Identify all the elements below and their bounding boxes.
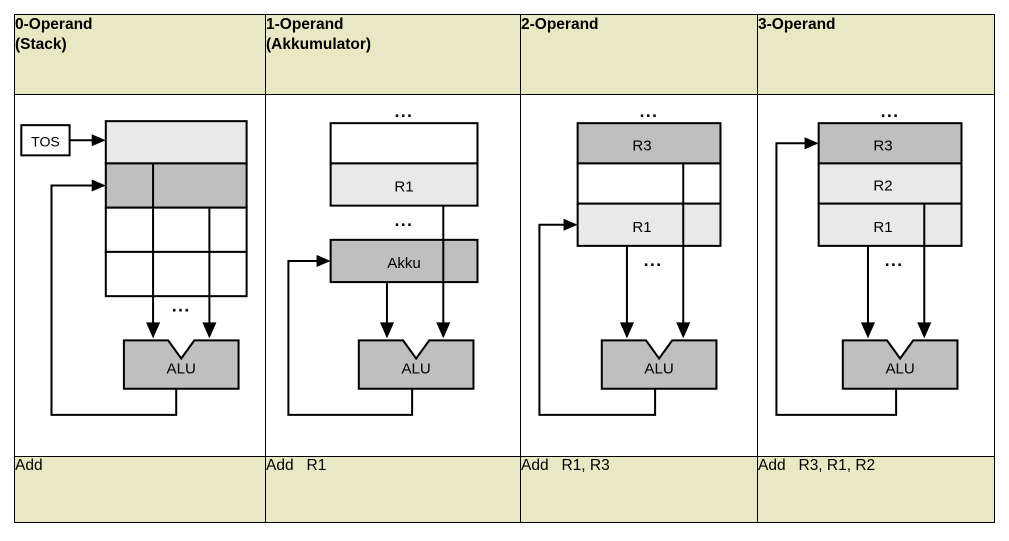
register-label-r1: R1 xyxy=(394,179,413,196)
memory-top-ellipsis: ... xyxy=(395,102,414,121)
alu-feedback-path xyxy=(538,224,657,417)
register-cell-r1 xyxy=(817,202,963,248)
three-operand-architecture-diagram: ... R3 R2 R1 ... ALU xyxy=(775,102,963,417)
alu-label-col3: ALU xyxy=(885,361,914,378)
operand-arrow-right xyxy=(676,322,691,339)
alu-shape xyxy=(841,339,959,391)
feedback-arrow-head xyxy=(91,179,106,192)
accumulator-box xyxy=(329,239,479,284)
register-label-r3: R3 xyxy=(873,138,892,155)
alu-shape xyxy=(357,339,475,391)
two-operand-architecture-diagram: ... R3 R1 ... ALU xyxy=(538,102,722,417)
accumulator-architecture-diagram: ... R1 ... Akku ALU xyxy=(287,102,479,417)
header-title-0-operand: 0-Operand xyxy=(15,16,93,33)
alu-label-col1: ALU xyxy=(401,361,430,378)
stack-cell-second xyxy=(104,162,248,209)
operand-arrow-right xyxy=(436,322,451,339)
alu-label-col0: ALU xyxy=(167,361,196,378)
register-cell-r1 xyxy=(576,202,722,248)
register-bottom-ellipsis: ... xyxy=(885,251,904,270)
tos-arrow-head xyxy=(91,134,106,147)
instruction-text-0-operand: Add xyxy=(15,457,43,475)
register-label-r1: R1 xyxy=(632,219,651,236)
instruction-cell-3-operand: Add R3, R1, R2 xyxy=(757,456,995,523)
diagram-row: TOS ... ALU xyxy=(14,94,995,458)
register-label-r1: R1 xyxy=(873,219,892,236)
header-cell-3-operand: 3-Operand xyxy=(757,13,995,96)
operand-arrow-left xyxy=(860,322,875,339)
memory-cell-empty xyxy=(329,122,479,165)
feedback-arrow-head xyxy=(316,255,331,268)
register-cell-r2 xyxy=(817,162,963,205)
alu-feedback-path xyxy=(50,184,178,417)
register-top-ellipsis: ... xyxy=(640,102,659,121)
instruction-cell-1-operand: Add R1 xyxy=(265,456,521,523)
header-title-3-operand: 3-Operand xyxy=(758,16,836,33)
register-label-r3: R3 xyxy=(632,138,651,155)
operand-arrow-left xyxy=(146,322,161,339)
comparison-table-wrapper: 0-Operand (Stack) 1-Operand (Akkumulator… xyxy=(14,13,995,523)
header-row: 0-Operand (Stack) 1-Operand (Akkumulator… xyxy=(14,13,995,96)
alu-shape xyxy=(122,339,240,391)
instruction-cell-0-operand: Add xyxy=(14,456,266,523)
stack-cell-tos xyxy=(104,120,248,165)
header-cell-2-operand: 2-Operand xyxy=(520,13,758,96)
tos-label: TOS xyxy=(31,134,60,150)
register-bottom-ellipsis: ... xyxy=(644,251,663,270)
stack-architecture-diagram: TOS ... ALU xyxy=(20,120,248,417)
operand-comparison-table: 0-Operand (Stack) 1-Operand (Akkumulator… xyxy=(14,13,995,523)
operand-arrow-right xyxy=(202,322,217,339)
instruction-text-1-operand: Add R1 xyxy=(266,457,327,475)
header-title-1-operand: 1-Operand xyxy=(266,16,344,33)
accumulator-label: Akku xyxy=(387,255,421,272)
memory-cell-r1 xyxy=(329,162,479,207)
header-cell-0-operand: 0-Operand (Stack) xyxy=(14,13,266,96)
header-subtitle-1-operand: (Akkumulator) xyxy=(266,36,372,54)
feedback-arrow-head xyxy=(563,219,578,232)
instruction-row: Add Add R1 Add R1, R3 Add R3, R1, R2 xyxy=(14,456,995,523)
register-label-r2: R2 xyxy=(873,178,892,195)
operand-arrow-right xyxy=(917,322,932,339)
diagram-cell-1-operand: ... R1 ... Akku ALU xyxy=(265,94,521,458)
stack-cell-3 xyxy=(104,206,248,254)
diagram-cell-3-operand: ... R3 R2 R1 ... ALU xyxy=(757,94,995,458)
diagram-cell-2-operand: ... R3 R1 ... ALU xyxy=(520,94,758,458)
feedback-arrow-head xyxy=(804,137,819,150)
register-cell-empty xyxy=(576,162,722,205)
alu-feedback-path xyxy=(287,260,414,417)
operand-arrow-left xyxy=(619,322,634,339)
register-top-ellipsis: ... xyxy=(881,102,900,121)
instruction-text-3-operand: Add R3, R1, R2 xyxy=(758,457,876,475)
stack-cell-4 xyxy=(104,251,248,298)
header-cell-1-operand: 1-Operand (Akkumulator) xyxy=(265,13,521,96)
alu-label-col2: ALU xyxy=(644,361,673,378)
instruction-text-2-operand: Add R1, R3 xyxy=(521,457,610,475)
diagram-cell-0-operand: TOS ... ALU xyxy=(14,94,266,458)
memory-bottom-ellipsis: ... xyxy=(395,211,414,230)
alu-shape xyxy=(600,339,718,391)
alu-feedback-path xyxy=(775,142,898,417)
instruction-cell-2-operand: Add R1, R3 xyxy=(520,456,758,523)
header-title-2-operand: 2-Operand xyxy=(521,16,599,33)
header-subtitle-0-operand: (Stack) xyxy=(15,36,67,54)
stack-ellipsis: ... xyxy=(172,297,191,316)
operand-arrow-left xyxy=(379,322,395,339)
